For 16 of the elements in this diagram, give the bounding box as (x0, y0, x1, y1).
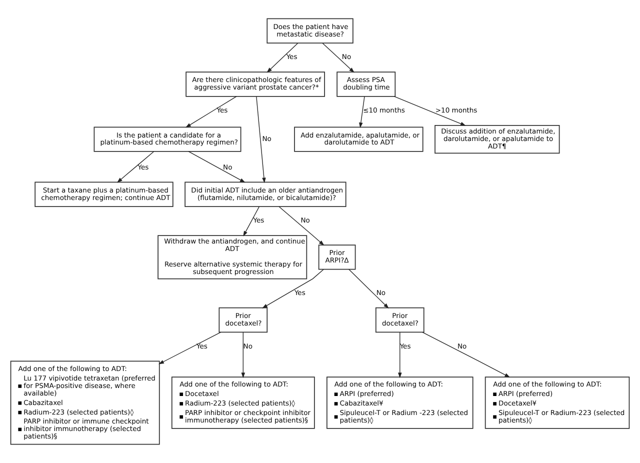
arrow (262, 269, 324, 308)
arrow (348, 269, 389, 309)
arrow (359, 96, 365, 128)
arrow (266, 42, 298, 73)
arrow (322, 42, 354, 73)
arrow (394, 96, 466, 126)
arrow (256, 96, 266, 184)
arrow (116, 151, 154, 183)
arrow (278, 206, 324, 246)
arrow (243, 206, 260, 236)
arrow (422, 332, 510, 378)
arrow (158, 332, 222, 364)
arrow (188, 151, 246, 183)
arrow (398, 332, 402, 378)
arrow (241, 332, 246, 378)
arrow (185, 96, 237, 128)
